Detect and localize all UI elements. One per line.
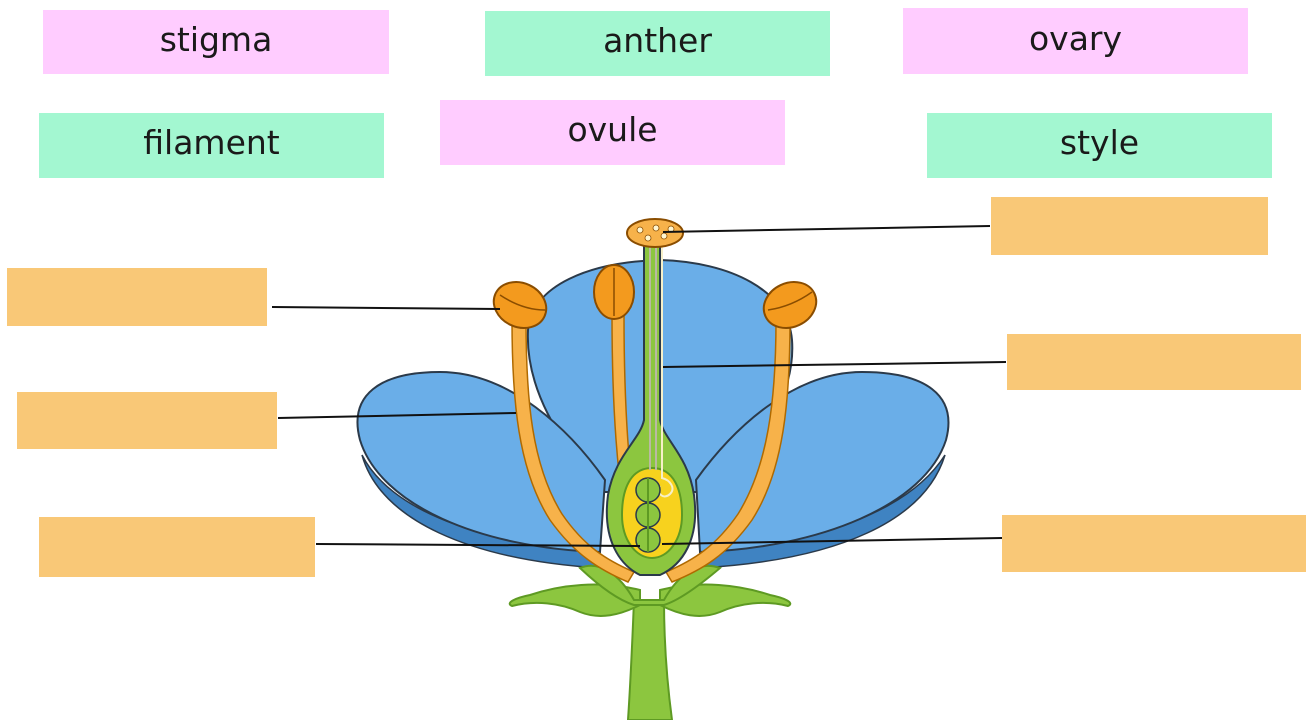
sepal-right	[659, 583, 792, 617]
sepal-left	[508, 583, 641, 617]
word-card-anther[interactable]: anther	[485, 11, 830, 76]
filament-right	[664, 319, 791, 583]
anther-right	[762, 281, 818, 329]
anther-inner-left	[593, 264, 635, 320]
word-card-ovule[interactable]: ovule	[440, 100, 785, 165]
answer-box-right-bottom[interactable]	[1002, 515, 1306, 572]
word-card-style[interactable]: style	[927, 113, 1272, 178]
leader-line-right-bottom	[661, 537, 1003, 545]
filament-left	[511, 319, 636, 583]
anther-left	[492, 281, 548, 329]
word-card-filament[interactable]: filament	[39, 113, 384, 178]
word-card-ovary[interactable]: ovary	[903, 8, 1248, 74]
leader-line-right-middle	[662, 361, 1007, 368]
ovules	[635, 477, 661, 553]
answer-box-left-middle[interactable]	[17, 392, 277, 449]
leader-line-left-top	[271, 306, 501, 310]
word-card-stigma[interactable]: stigma	[43, 10, 389, 74]
leader-line-right-top	[662, 225, 991, 233]
stigma	[626, 218, 684, 248]
leader-line-left-middle	[277, 412, 517, 419]
answer-box-right-middle[interactable]	[1007, 334, 1301, 390]
answer-box-left-top[interactable]	[7, 268, 267, 326]
stem	[626, 599, 674, 720]
answer-box-right-top[interactable]	[991, 197, 1268, 255]
answer-box-left-bottom[interactable]	[39, 517, 315, 577]
leader-line-left-bottom	[315, 543, 641, 547]
